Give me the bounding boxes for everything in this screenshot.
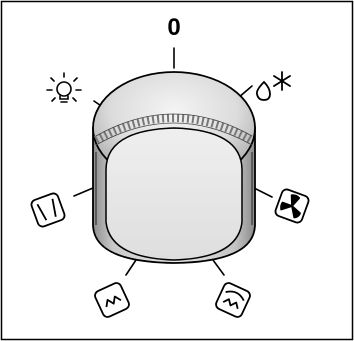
bottom-heat-icon [94,282,130,318]
knob-front-face [105,127,243,261]
bottom-heat-fan-icon [215,282,251,318]
knob-grip-ring [94,114,254,144]
tick-bottom-heat [125,259,137,276]
snowflake-with-droplet-icon [255,71,291,101]
tick-bottom-heat-fan [212,259,225,276]
off-position-label: 0 [167,14,180,41]
oven-knob[interactable] [92,71,256,264]
lamp-icon [46,72,82,103]
tick-fan [253,187,273,198]
fan-icon [274,188,310,224]
top-bottom-heat-icon [30,192,66,228]
tick-top-bottom-heat [73,187,94,197]
